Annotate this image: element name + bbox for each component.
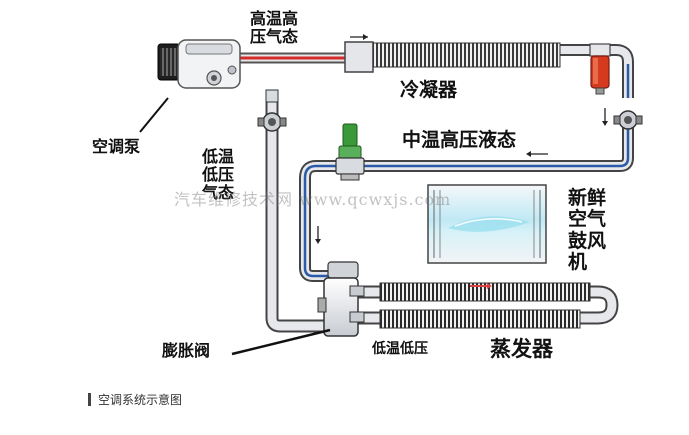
- label-low-temp-low-pressure: 低温低压: [372, 341, 428, 357]
- expansion-valve-icon: [317, 261, 365, 337]
- expansion-valve-leader: [231, 328, 331, 356]
- label-high-temp-high-pressure-gas: 高温高 压气态: [250, 9, 299, 46]
- airflow-arrow: [470, 283, 492, 289]
- label-expansion-valve: 膨胀阀: [162, 341, 211, 360]
- blower-fan-icon: [427, 184, 547, 264]
- receiver-drier-icon: [589, 43, 611, 95]
- liquid-line: [299, 118, 634, 282]
- compressor-icon: [157, 39, 241, 89]
- watermark: 汽车维修技术网 www.qcwxjs.com: [174, 190, 452, 209]
- label-fresh-air-blower: 新鲜 空气 鼓风 机: [568, 187, 607, 273]
- service-valve-right: [613, 110, 643, 130]
- label-condenser: 冷凝器: [400, 79, 458, 101]
- label-compressor: 空调泵: [92, 137, 141, 156]
- figure-caption: 空调系统示意图: [98, 393, 183, 407]
- flow-arrow-down: [602, 108, 608, 126]
- caption-marker: [88, 393, 91, 406]
- flow-arrow-down-liquid: [315, 226, 321, 244]
- sight-glass-icon: [335, 123, 365, 181]
- evaporator-coils: [379, 282, 591, 329]
- low-pressure-return-line: [265, 98, 330, 333]
- flow-arrow-left: [526, 151, 548, 157]
- label-low-temp-low-pressure-gas: 低温 低压 气态: [202, 147, 235, 202]
- compressor-leader: [139, 97, 169, 133]
- service-valve-left: [257, 89, 287, 132]
- evaporator-loop: [350, 285, 619, 325]
- condenser: [344, 34, 561, 73]
- label-evaporator: 蒸发器: [490, 337, 553, 361]
- label-mid-temp-high-pressure-liquid: 中温高压液态: [402, 129, 517, 151]
